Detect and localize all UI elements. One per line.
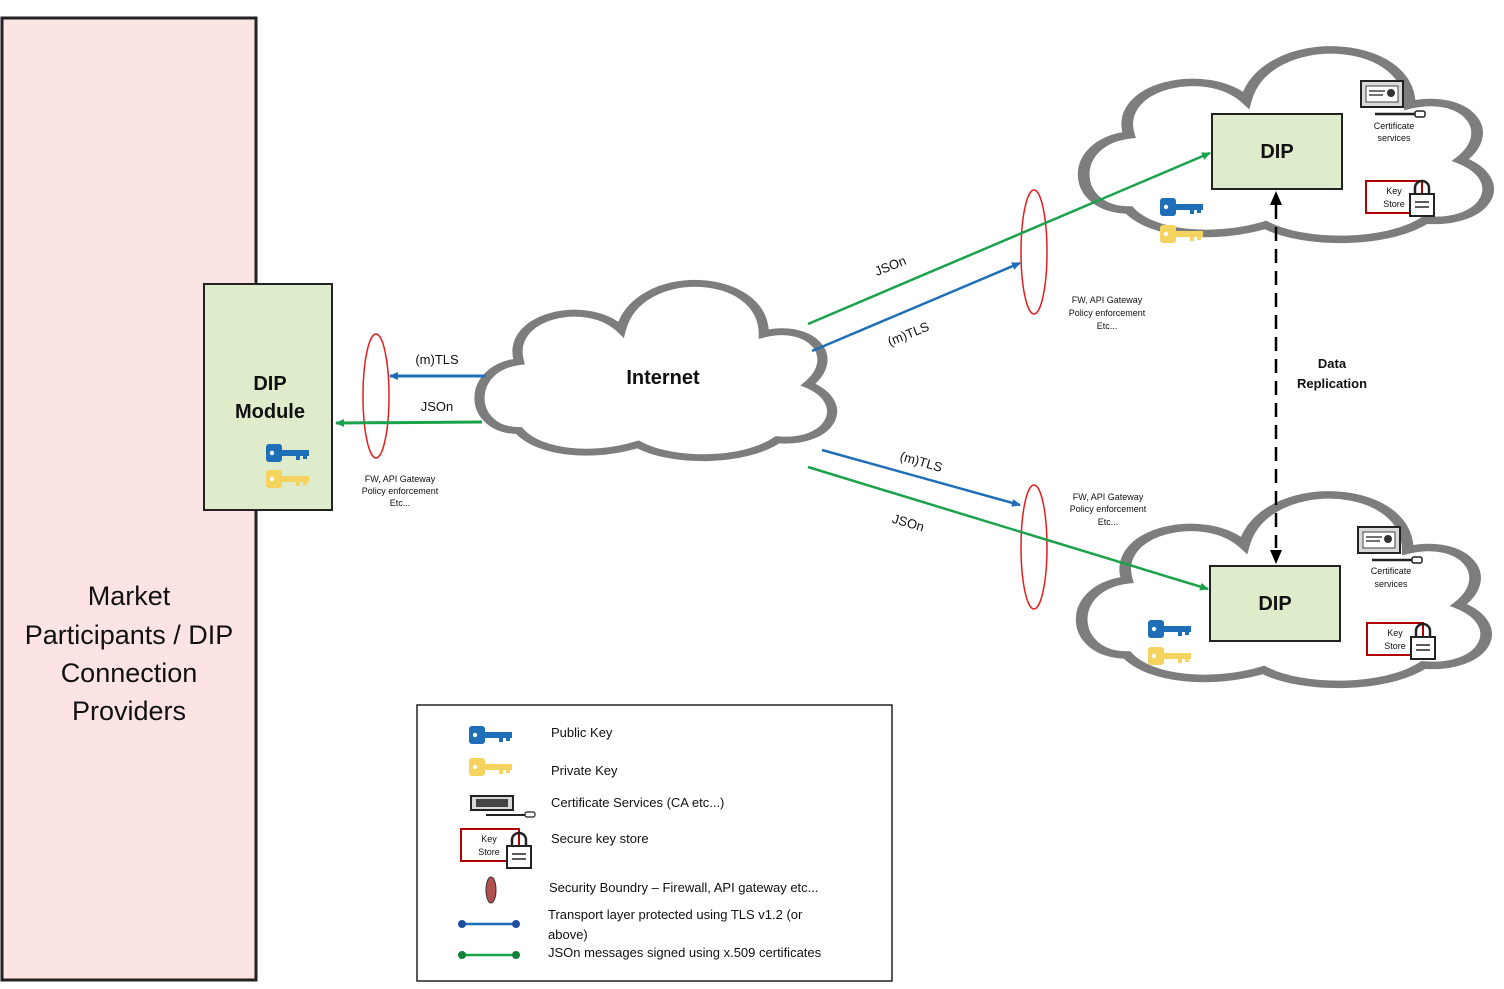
cert-bottom-label-1: Certificate — [1371, 566, 1412, 576]
boundary-bottom-text-2: Policy enforcement — [1070, 504, 1147, 514]
json-label-left: JSOn — [421, 399, 454, 414]
legend-tls-1: Transport layer protected using TLS v1.2… — [548, 907, 803, 922]
dip-module-label-2: Module — [235, 401, 305, 423]
legend-json-signed: JSOn messages signed using x.509 certifi… — [548, 945, 822, 960]
key-store-top-label-1: Key — [1386, 186, 1402, 196]
boundary-left-text-3: Etc... — [390, 498, 411, 508]
legend-tls-2: above) — [548, 927, 588, 942]
legend-public-key: Public Key — [551, 725, 613, 740]
dip-bottom-label: DIP — [1258, 593, 1291, 615]
legend-key-store-label-2: Store — [478, 847, 500, 857]
replication-arrow-down — [1270, 550, 1282, 564]
legend-tls-line-icon — [458, 920, 520, 928]
boundary-top-text-2: Policy enforcement — [1069, 308, 1146, 318]
dip-top-label: DIP — [1260, 141, 1293, 163]
participants-label-4: Providers — [72, 696, 186, 726]
dip-bottom-box — [1209, 565, 1341, 642]
boundary-left-text-1: FW, API Gateway — [365, 474, 436, 484]
internet-label: Internet — [626, 367, 700, 389]
tls-label-bottom: (m)TLS — [898, 448, 944, 474]
boundary-top — [1020, 189, 1048, 315]
cert-top-label-1: Certificate — [1374, 121, 1415, 131]
tls-link-bottom — [821, 448, 1021, 507]
key-store-bottom-label-1: Key — [1387, 628, 1403, 638]
boundary-bottom — [1020, 484, 1048, 610]
replication-label-2: Replication — [1297, 376, 1367, 391]
boundary-left — [362, 333, 390, 459]
boundary-top-text-1: FW, API Gateway — [1072, 295, 1143, 305]
key-store-bottom-label-2: Store — [1384, 641, 1406, 651]
json-link-bottom — [807, 465, 1209, 591]
json-label-top: JSOn — [872, 253, 908, 279]
key-store-top-label-2: Store — [1383, 199, 1405, 209]
dip-top-box — [1211, 113, 1343, 190]
cert-bottom-label-2: services — [1374, 579, 1408, 589]
legend-key-store: Secure key store — [551, 831, 649, 846]
boundary-bottom-text-3: Etc... — [1098, 517, 1119, 527]
replication-label-1: Data — [1318, 356, 1347, 371]
tls-label-left: (m)TLS — [415, 352, 459, 367]
json-label-bottom: JSOn — [891, 511, 926, 534]
tls-link-top — [811, 261, 1021, 353]
legend-certificate-icon — [470, 795, 536, 818]
json-link-top — [807, 151, 1211, 326]
legend-boundary-icon — [485, 876, 497, 904]
dip-module-label-1: DIP — [253, 373, 286, 395]
json-link-left — [335, 418, 483, 427]
boundary-left-text-2: Policy enforcement — [362, 486, 439, 496]
legend-cert-services: Certificate Services (CA etc...) — [551, 795, 724, 810]
legend-boundary: Security Boundry – Firewall, API gateway… — [549, 880, 819, 895]
boundary-top-text-3: Etc... — [1097, 321, 1118, 331]
replication-arrow-up — [1270, 191, 1282, 205]
tls-label-top: (m)TLS — [885, 319, 931, 349]
participants-label-2: Participants / DIP — [25, 620, 234, 650]
participants-label-1: Market — [88, 581, 171, 611]
legend-private-key: Private Key — [551, 763, 618, 778]
legend-json-line-icon — [458, 951, 520, 959]
boundary-bottom-text-1: FW, API Gateway — [1073, 492, 1144, 502]
cert-top-label-2: services — [1377, 133, 1411, 143]
legend-key-store-label-1: Key — [481, 834, 497, 844]
participants-label-3: Connection — [61, 658, 198, 688]
